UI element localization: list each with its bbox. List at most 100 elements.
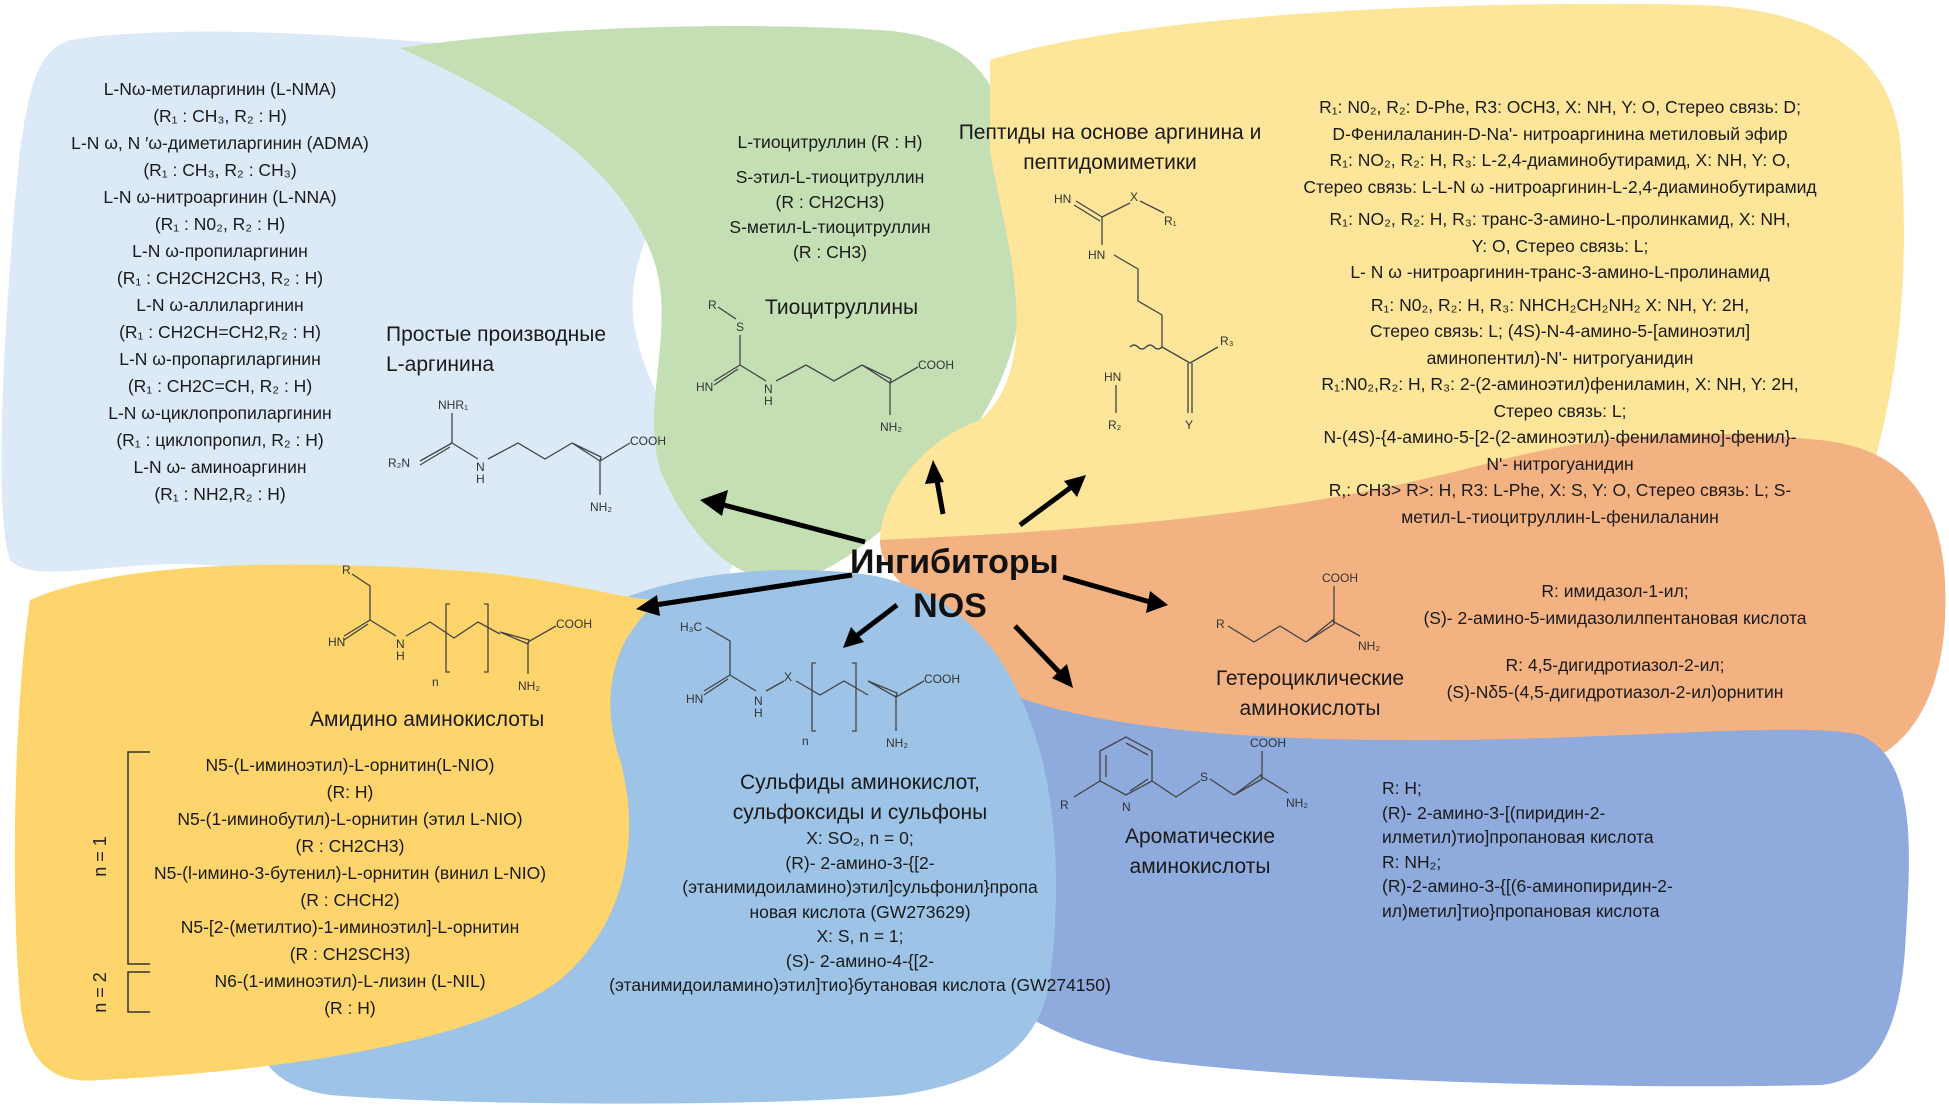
arrow-to-amidino [654, 572, 853, 608]
compound-line: Стерео связь: L; [1493, 400, 1627, 421]
arrowhead-simple-arginine [700, 490, 728, 516]
compound-line: N-(4S)-{4-амино-5-[2-(2-аминоэтил)-фенил… [1323, 427, 1797, 447]
arrow-to-peptides [1018, 485, 1072, 528]
thiocitrullines-structure: R S HN N H COOH NH₂ [696, 298, 954, 434]
bracket-n1-label: n = 1 [89, 836, 110, 877]
arrowhead-thiocitrullines [925, 460, 944, 484]
label-n: N [764, 382, 773, 396]
label-n: N [1122, 800, 1131, 814]
arrow-to-aromatic [1013, 624, 1062, 675]
label-r1: R₁ [1164, 214, 1177, 228]
label-cooh: COOH [924, 672, 960, 686]
compound-line: D-Фенилаланин-D-Na'- нитроаргинина метил… [1332, 123, 1788, 144]
blob-amidino [14, 564, 660, 1081]
aromatic-title: Ароматические аминокислоты [1110, 822, 1290, 882]
compound-line: R₁:N0₂,R₂: H, R₃: 2-(2-аминоэтил)фенилам… [1321, 374, 1799, 394]
compound-line: (R₁ : CH2CH2CH3, R₂ : H) [116, 268, 324, 288]
label-nh2: NH₂ [590, 500, 612, 514]
compound-line: N5-(l-имино-3-бутенил)-L-орнитин (винил … [153, 863, 547, 883]
compound-line: (S)- 2-амино-4-{[2- [785, 950, 935, 971]
label-r: R [342, 563, 351, 577]
compound-line: (R₁ : CH₃, R₂ : H) [153, 106, 287, 126]
arrowhead-heterocyclic [1146, 591, 1168, 613]
label-cooh: COOH [1322, 571, 1358, 585]
arrow-to-simple-arginine [719, 501, 866, 545]
compound-line: (R : CH2CH3) [775, 192, 885, 212]
label-h: H [396, 649, 405, 663]
center-title-line1: Ингибиторы [850, 543, 1059, 581]
label-cooh: COOH [1250, 736, 1286, 750]
label-r2: R₂ [1108, 418, 1122, 432]
label-r: R [1060, 798, 1069, 812]
center-title: Ингибиторы NOS [850, 540, 1059, 628]
arrowhead-peptides [1064, 475, 1086, 497]
aromatic-structure: N R S COOH NH₂ [1060, 736, 1308, 814]
compound-line: N5-(L-иминоэтил)-L-орнитин(L-NIO) [205, 755, 495, 775]
compound-line: L-N ω-пропиларгинин [132, 241, 308, 261]
simple-arginine-structure: NHR₁ R₂N N H COOH NH₂ [388, 398, 666, 514]
label-s: S [1200, 770, 1208, 784]
compound-line: (R₁ : циклопропил, R₂ : H) [116, 430, 324, 450]
compound-line: (R : H) [324, 998, 376, 1018]
label-n: N [476, 460, 485, 474]
label-n: N [396, 637, 405, 651]
compound-line: (S)- 2-амино-5-имидазолилпентановая кисл… [1423, 608, 1807, 628]
thiocitrullines-title: Тиоцитруллины [765, 296, 919, 319]
compound-line: R₁: NO₂, R₂: H, R₃: транс-3-амино-L-прол… [1329, 209, 1791, 229]
sulfides-title: Сульфиды аминокислот, сульфоксиды и суль… [680, 768, 1040, 828]
label-hn: HN [696, 380, 713, 394]
sulfides-structure: H₃C HN N H X n COOH NH₂ [680, 620, 960, 750]
compound-line: (R₁ : CH₃, R₂ : CH₃) [143, 160, 297, 180]
compound-line: L-Nω-метиларгинин (L-NMA) [103, 79, 337, 99]
label-nh2: NH₂ [518, 679, 540, 693]
compound-line: R: 4,5-дигидротиазол-2-ил; [1505, 655, 1725, 675]
amidino-title: Амидино аминокислоты [310, 708, 545, 731]
compound-line: Стерео связь: L; (4S)-N-4-амино-5-[амино… [1369, 321, 1751, 341]
sulfides-title-line1: Сульфиды аминокислот, [740, 771, 980, 794]
arrow-to-heterocyclic [1062, 574, 1151, 605]
compound-line: ил)метил]тио}пропановая кислота [1382, 900, 1660, 921]
simple-arginine-title-line1: Простые производные [386, 323, 607, 346]
compound-line: (этанимидоиламино)этил]сульфонил}пропа [682, 877, 1038, 897]
label-r2n: R₂N [388, 456, 410, 470]
compound-line: X: S, n = 1; [816, 926, 904, 946]
arrowhead-aromatic [1052, 664, 1073, 688]
compound-line: Y: O, Стерео связь: L; [1471, 235, 1649, 256]
blob-heterocyclic [880, 434, 1946, 775]
blob-thiocitrullines [400, 26, 1022, 582]
blob-aromatic [951, 680, 1909, 1087]
compound-line: R: H; [1382, 778, 1422, 798]
arrowhead-sulfides [843, 627, 864, 648]
simple-arginine-title-line2: L-аргинина [386, 353, 495, 376]
compound-line: (этанимидоиламино)этил]тио}бутановая кис… [609, 975, 1111, 995]
center-title-line2: NOS [913, 587, 987, 625]
compound-line: илметил)тио]пропановая кислота [1382, 827, 1654, 847]
label-hn1: HN [1054, 192, 1071, 206]
label-nh2: NH₂ [886, 736, 908, 750]
compound-line: (R)- 2-амино-3-{[2- [785, 852, 935, 873]
label-hn2: HN [1088, 248, 1105, 262]
simple-arginine-compound-list: L-Nω-метиларгинин (L-NMA) (R₁ : CH₃, R₂ … [60, 76, 380, 508]
arrow-to-sulfides [853, 603, 899, 639]
aromatic-compound-list: R: H; (R)- 2-амино-3-[(пиридин-2- илмети… [1382, 776, 1673, 923]
compound-line: L-N ω-аллиларгинин [136, 295, 304, 315]
compound-line: R,: CH3> R>: H, R3: L-Phe, X: S, Y: O, С… [1328, 480, 1792, 500]
compound-line: R: имидазол-1-ил; [1541, 581, 1689, 601]
compound-line: (R)- 2-амино-3-[(пиридин-2- [1382, 802, 1606, 823]
label-x: X [1130, 190, 1138, 204]
label-hn: HN [686, 692, 703, 706]
bracket-n2-label: n = 2 [89, 972, 110, 1013]
compound-line: (R₁ : CH2CH=CH2,R₂ : H) [119, 322, 321, 342]
aromatic-title-line1: Ароматические [1124, 825, 1276, 848]
label-r3: R₃ [1220, 334, 1234, 348]
simple-arginine-title: Простые производные L-аргинина [386, 320, 606, 380]
label-hn3: HN [1104, 370, 1121, 384]
compound-line: N5-(1-иминобутил)-L-орнитин (этил L-NIO) [177, 809, 523, 829]
aromatic-title-line2: аминокислоты [1129, 855, 1271, 878]
compound-line: метил-L-тиоцитруллин-L-фенилаланин [1401, 506, 1719, 527]
label-r: R [1216, 617, 1225, 631]
amidino-compound-list-n2: N6-(1-иминоэтил)-L-лизин (L-NIL) (R : H) [140, 968, 560, 1022]
amidino-compound-list-n1: N5-(L-иминоэтил)-L-орнитин(L-NIO) (R: H)… [140, 752, 560, 968]
compound-line: (R)-2-амино-3-{[(6-аминопиридин-2- [1382, 876, 1673, 896]
label-h: H [476, 472, 485, 486]
